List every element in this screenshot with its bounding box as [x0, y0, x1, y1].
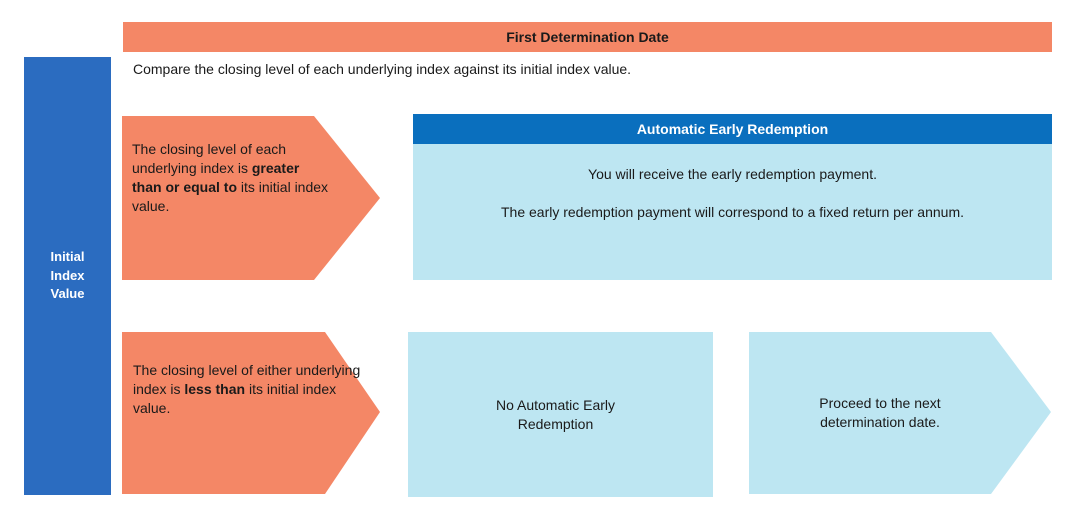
- condition-1-emphasis: greater than or equal to: [132, 160, 300, 195]
- condition-2-arrow: [122, 332, 380, 494]
- initial-index-value-label: Initial Index Value: [50, 249, 85, 302]
- first-determination-date-title: First Determination Date: [506, 29, 669, 45]
- automatic-early-redemption-title: Automatic Early Redemption: [636, 121, 829, 137]
- fixed-return-text: The early redemption payment will corres…: [500, 204, 964, 220]
- no-automatic-early-redemption-box: No Automatic Early Redemption: [408, 332, 713, 497]
- initial-index-value-bar: Initial Index Value: [24, 57, 111, 495]
- automatic-early-redemption-header: Automatic Early Redemption: [413, 114, 1052, 144]
- condition-1-arrow: [122, 116, 380, 280]
- condition-2-emphasis: less than: [184, 381, 246, 397]
- first-determination-date-header: First Determination Date: [123, 22, 1052, 52]
- early-redemption-payment-text: You will receive the early redemption pa…: [588, 166, 877, 182]
- proceed-next-date-box: Proceed to the next determination date.: [749, 332, 1011, 494]
- condition-2-text: The closing level of either underlying i…: [133, 362, 361, 416]
- condition-1-text: The closing level of each underlying ind…: [132, 141, 329, 214]
- proceed-arrow: [749, 332, 1051, 494]
- proceed-next-date-label: Proceed to the next determination date.: [819, 395, 941, 430]
- no-automatic-early-redemption-label: No Automatic Early Redemption: [495, 396, 616, 432]
- instruction-text: Compare the closing level of each underl…: [133, 61, 632, 77]
- automatic-early-redemption-body: [413, 144, 1052, 280]
